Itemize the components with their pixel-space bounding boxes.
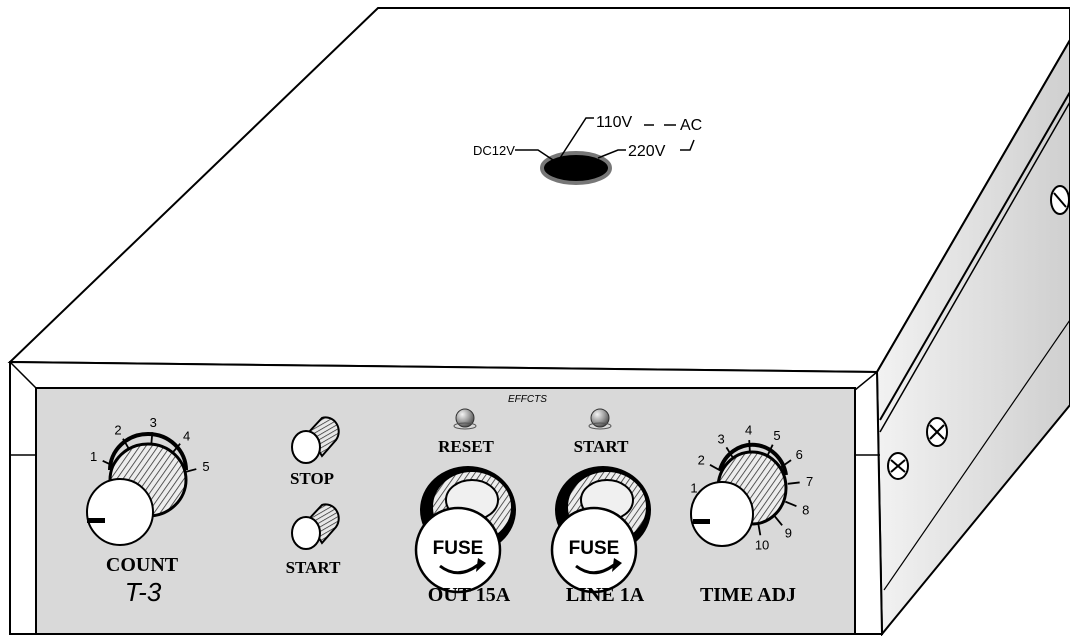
arrow-icon: [439, 563, 479, 575]
scale-label: 2: [698, 453, 705, 468]
fuse-cap-text: FUSE: [569, 538, 620, 559]
stop-label: STOP: [290, 469, 334, 488]
fuse-holder-out[interactable]: FUSE: [414, 466, 516, 594]
scale-label: 10: [755, 538, 769, 553]
scale-tick: [709, 464, 721, 472]
count-label: COUNT: [106, 554, 179, 576]
scale-label: 4: [745, 423, 752, 438]
reset-label: RESET: [438, 437, 494, 456]
scale-label: 9: [785, 526, 792, 541]
scale-tick: [787, 481, 800, 485]
scale-label: 6: [796, 447, 803, 462]
220v-label: 220V: [628, 143, 666, 160]
scale-label: 5: [202, 459, 209, 474]
scale-label: 3: [717, 431, 724, 446]
arrowhead-icon: [612, 558, 622, 572]
scale-label: 3: [150, 415, 157, 430]
arrowhead-icon: [476, 558, 486, 572]
scale-label: 7: [806, 474, 813, 489]
model-label: T-3: [125, 577, 162, 607]
start-button-label: START: [286, 558, 341, 577]
scale-tick: [184, 468, 197, 474]
screw-icon: [1050, 185, 1070, 215]
screw-icon: [887, 452, 909, 480]
time-adj-label: TIME ADJ: [700, 584, 796, 606]
screw-icon: [926, 417, 948, 447]
110v-label: 110V: [596, 114, 633, 131]
fuse-line-label: LINE 1A: [566, 584, 645, 606]
arrow-icon: [575, 563, 615, 575]
scale-label: 1: [90, 449, 97, 464]
count-knob[interactable]: 1 2 3 45: [86, 415, 210, 546]
fuse-cap-text: FUSE: [433, 538, 484, 559]
scale-tick: [773, 515, 783, 526]
fuse-out-label: OUT 15A: [428, 584, 511, 606]
stop-button[interactable]: [291, 416, 340, 464]
start-lamp-label: START: [574, 437, 629, 456]
scale-label: 5: [773, 428, 780, 443]
power-inlet: [515, 117, 695, 185]
start-button[interactable]: [291, 503, 340, 550]
effects-label: EFFCTS: [508, 394, 547, 405]
scale-label: 1: [690, 481, 697, 496]
fuse-holder-line[interactable]: FUSE: [550, 466, 651, 594]
scale-tick: [784, 500, 797, 507]
reset-lamp: [453, 408, 477, 430]
start-lamp: [588, 408, 612, 430]
scale-label: 2: [114, 423, 121, 438]
knob-pointer: [693, 519, 710, 524]
scale-label: 4: [183, 429, 190, 444]
scale-label: 8: [802, 502, 809, 517]
dc12v-label: DC12V: [473, 143, 515, 158]
knob-pointer: [87, 518, 105, 523]
ac-label: AC: [680, 117, 702, 134]
scale-tick: [757, 523, 762, 536]
